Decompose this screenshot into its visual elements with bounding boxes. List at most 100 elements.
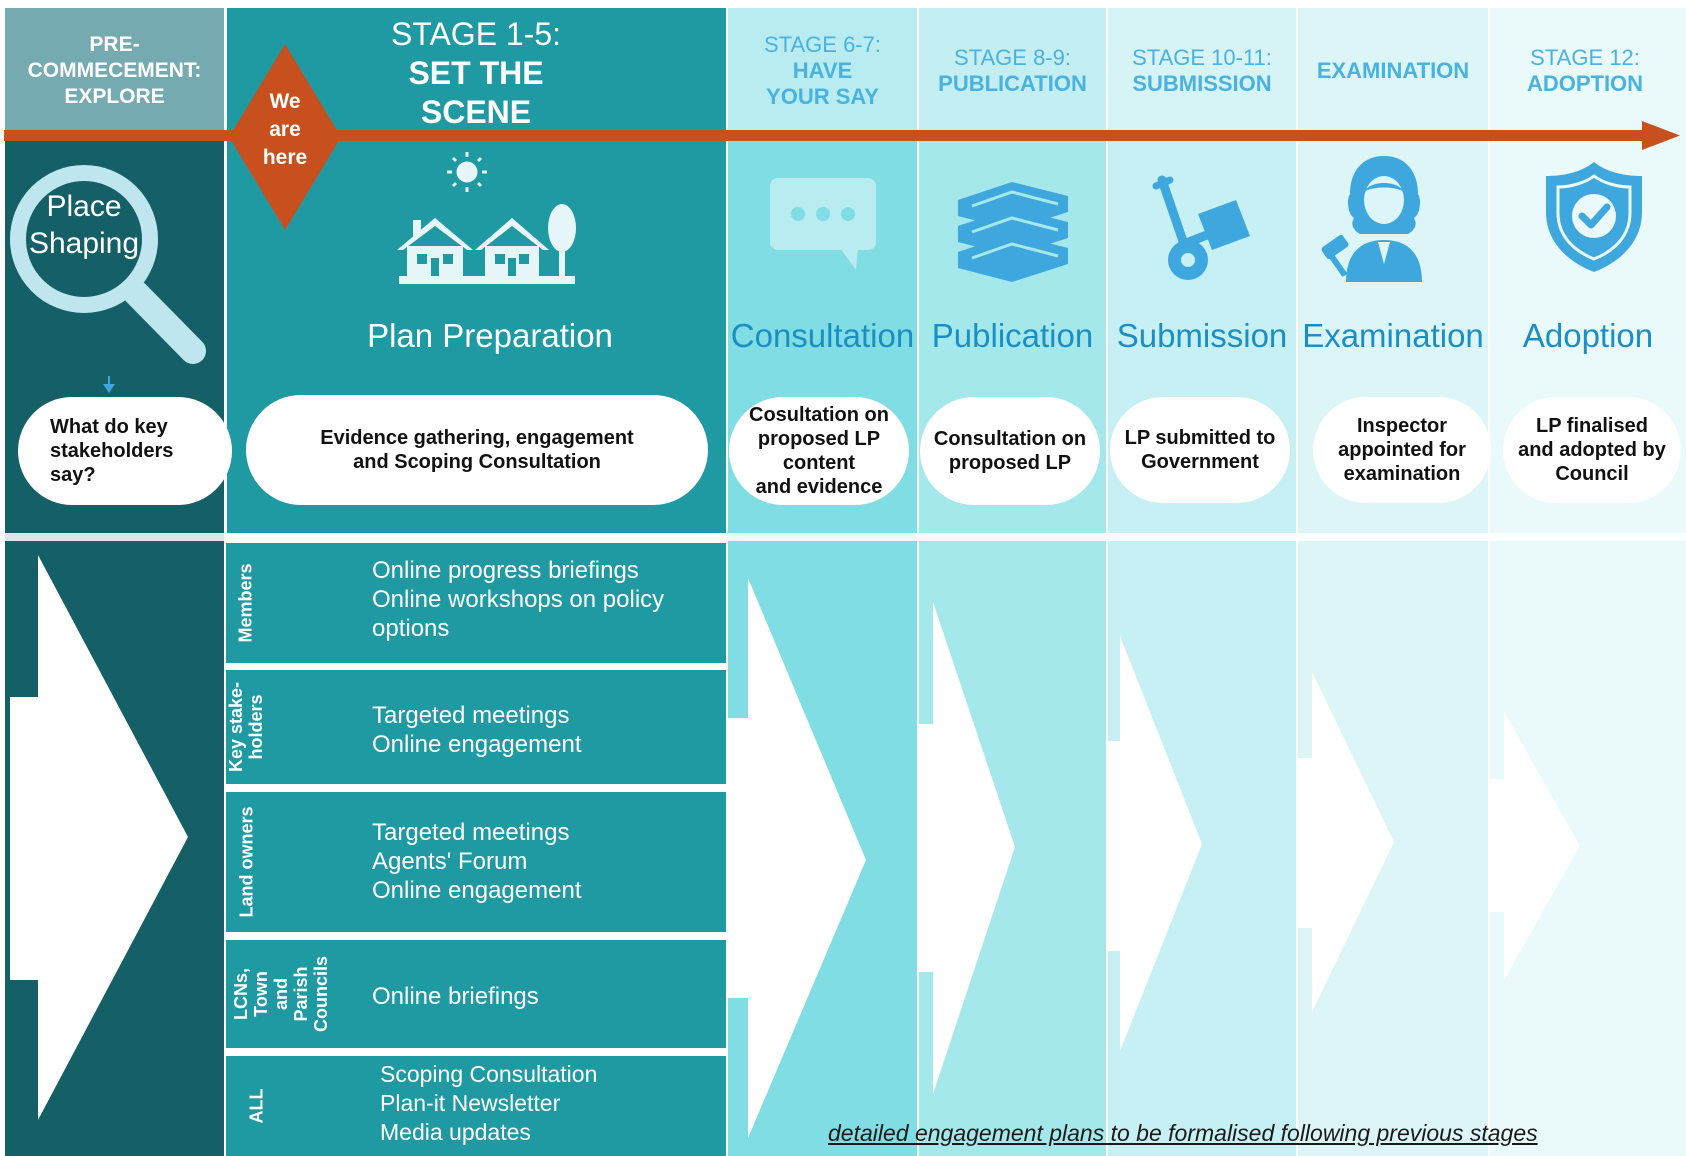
timeline-arrow	[4, 121, 1680, 150]
flow-arrow-examination	[1298, 672, 1394, 1012]
row-item: Targeted meetings	[372, 819, 570, 846]
magnifying-glass-icon	[10, 165, 206, 364]
header-pre-commencement: PRE- COMMECEMENT: EXPLORE	[5, 8, 224, 134]
row-label-line: Key stake-	[226, 681, 246, 773]
flow-arrow-stage-6-7	[728, 578, 866, 1138]
row-item: options	[372, 615, 450, 642]
pill-line: appointed for	[1338, 439, 1466, 461]
header-line: SCENE	[420, 93, 532, 130]
description-stage-10-11: LP submitted to Government	[1110, 397, 1290, 503]
hand-truck-icon	[1152, 175, 1250, 280]
pill-line: content	[782, 452, 856, 474]
row-item: Online workshops on policy	[372, 586, 665, 613]
description-examination: Inspector appointed for examination	[1313, 397, 1491, 503]
small-arrow-down-icon	[103, 376, 115, 393]
inspector-icon	[1321, 156, 1422, 282]
header-band-pre	[5, 8, 224, 134]
row-label: Members	[226, 543, 266, 663]
marker-line: are	[269, 118, 301, 141]
header-band-stage-6-7	[728, 8, 917, 134]
row-items: Targeted meetings Agents' Forum Online e…	[372, 818, 581, 905]
header-line: SUBMISSION	[1132, 71, 1272, 96]
row-label-line: and	[270, 977, 291, 1011]
row-label-text: Land owners	[236, 806, 257, 918]
header-line: YOUR SAY	[766, 84, 879, 109]
row-label-text: LCNs, Town and Parish Councils	[231, 956, 331, 1032]
header-stage-12: STAGE 12: ADOPTION	[1490, 8, 1680, 134]
row-item: Online progress briefings	[372, 557, 639, 584]
header-stage-10-11: STAGE 10-11: SUBMISSION	[1108, 8, 1296, 134]
marker-line: We	[269, 90, 301, 113]
icon-text-line: Place	[46, 190, 122, 223]
pill-line: Government	[1141, 451, 1259, 473]
books-icon	[958, 182, 1068, 282]
pill-line: Inspector	[1356, 415, 1447, 437]
speech-bubble-icon	[770, 178, 876, 270]
row-label-text: ALL	[246, 1088, 266, 1124]
row-label: LCNs, Town and Parish Councils	[226, 940, 336, 1048]
row-items: Targeted meetings Online engagement	[372, 701, 581, 759]
row-label-line: Councils	[310, 955, 331, 1033]
row-item: Media updates	[380, 1119, 531, 1145]
header-examination: EXAMINATION	[1298, 8, 1488, 134]
header-stage-6-7: STAGE 6-7: HAVE YOUR SAY	[728, 8, 917, 134]
pill-line: say?	[50, 464, 96, 486]
pill-line: and evidence	[755, 476, 883, 498]
flow-arrow-pre	[10, 555, 188, 1120]
title-consultation: Consultation	[730, 317, 915, 354]
section-divider	[0, 533, 1686, 541]
header-stage-1-5: STAGE 1-5: SET THE SCENE	[340, 10, 612, 136]
header-stage-8-9: STAGE 8-9: PUBLICATION	[919, 8, 1106, 134]
pill-line: proposed LP	[757, 428, 881, 450]
header-line: HAVE	[792, 58, 853, 83]
pill-line: What do key	[50, 416, 168, 438]
row-item: Online engagement	[372, 877, 582, 904]
row-label-line: LCNs,	[230, 967, 251, 1021]
row-item: Scoping Consultation	[380, 1061, 598, 1087]
icon-text-line: Shaping	[28, 227, 140, 260]
pill-line: Evidence gathering, engagement	[320, 427, 634, 449]
row-label: Key stake- holders	[226, 670, 266, 784]
pill-line: Consultation on	[933, 428, 1087, 450]
description-stage-12: LP finalised and adopted by Council	[1503, 397, 1681, 503]
flow-arrow-stage-10-11	[1106, 636, 1202, 1051]
engagement-row-all: ALL Scoping Consultation Plan-it Newslet…	[226, 1056, 726, 1156]
row-label-line: Town	[250, 971, 271, 1017]
pill-line: and Scoping Consultation	[353, 451, 601, 473]
row-label: Land owners	[226, 792, 266, 932]
row-item: Online briefings	[372, 983, 539, 1010]
title-publication: Publication	[931, 317, 1094, 354]
description-stage-6-7: Cosultation on proposed LP content and e…	[729, 397, 909, 505]
title-examination: Examination	[1302, 317, 1484, 354]
row-label: ALL	[226, 1056, 286, 1156]
header-band-stage-8-9	[919, 8, 1106, 134]
header-line: STAGE 1-5:	[390, 15, 562, 52]
row-label-text: Key stake- holders	[226, 682, 266, 772]
engagement-row-councils: LCNs, Town and Parish Councils Online br…	[226, 940, 726, 1048]
header-line: ADOPTION	[1526, 71, 1644, 96]
you-are-here-marker	[229, 44, 341, 230]
row-item: Targeted meetings	[372, 702, 570, 729]
title-adoption: Adoption	[1522, 317, 1654, 354]
title-submission: Submission	[1116, 317, 1288, 354]
header-line: STAGE 10-11:	[1132, 45, 1272, 70]
pill-line: LP finalised	[1536, 415, 1648, 437]
engagement-row-key-stakeholders: Key stake- holders Targeted meetings Onl…	[226, 670, 726, 784]
pill-line: and adopted by	[1518, 439, 1666, 461]
header-line: COMMECEMENT:	[27, 59, 202, 82]
place-shaping-label: Place Shaping	[20, 188, 148, 262]
marker-line: here	[262, 146, 308, 169]
pill-line: stakeholders	[50, 440, 174, 462]
header-line: EXPLORE	[64, 85, 165, 108]
header-line: STAGE 8-9:	[954, 45, 1071, 70]
description-pre-commencement: What do key stakeholders say?	[18, 397, 232, 505]
row-label-line: holders	[246, 694, 266, 760]
header-line: PRE-	[89, 33, 140, 56]
pill-line: LP submitted to	[1124, 427, 1276, 449]
houses-icon	[397, 152, 576, 284]
row-items: Online briefings	[372, 982, 539, 1011]
row-item: Plan-it Newsletter	[380, 1090, 561, 1116]
pill-line: Cosultation on	[749, 404, 889, 426]
description-stage-1-5: Evidence gathering, engagement and Scopi…	[246, 395, 708, 505]
title-plan-preparation: Plan Preparation	[367, 317, 613, 354]
